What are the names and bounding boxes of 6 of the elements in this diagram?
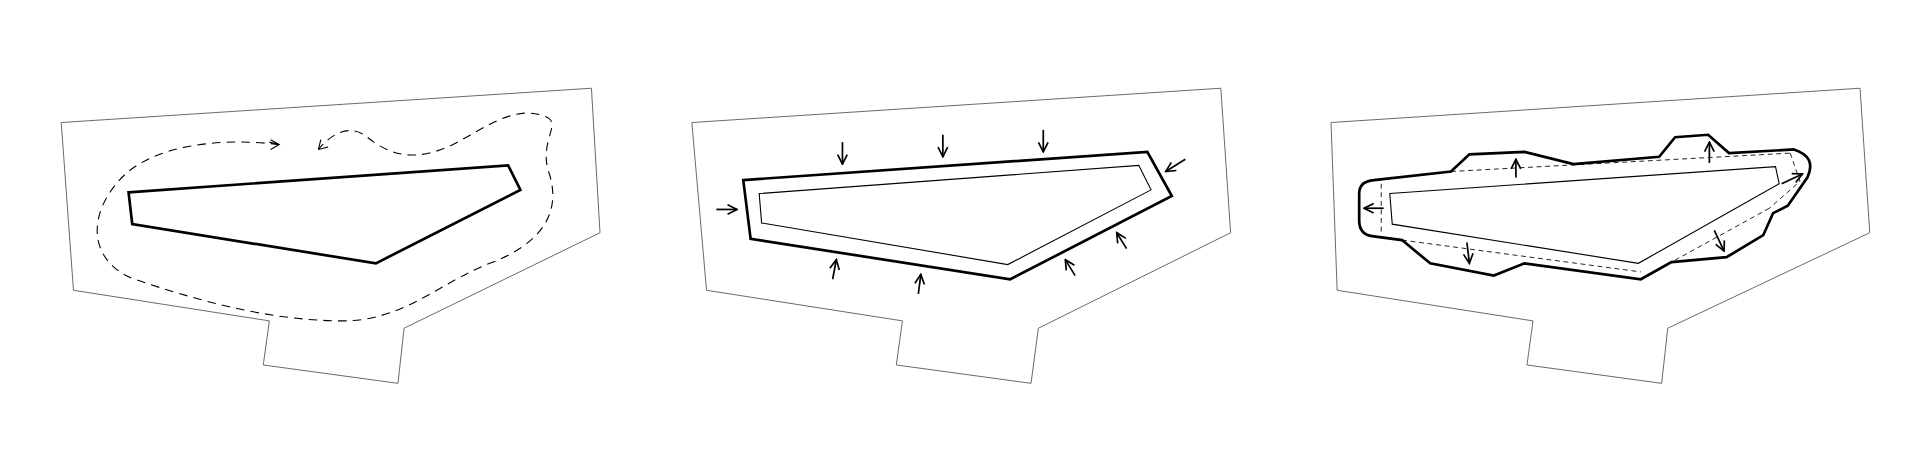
- building-footprint: [1389, 166, 1780, 264]
- site-outline: [60, 87, 601, 384]
- site-outline: [1330, 87, 1871, 384]
- building-footprint: [741, 150, 1174, 281]
- site-outline: [691, 87, 1232, 384]
- building-footprint: [127, 163, 523, 265]
